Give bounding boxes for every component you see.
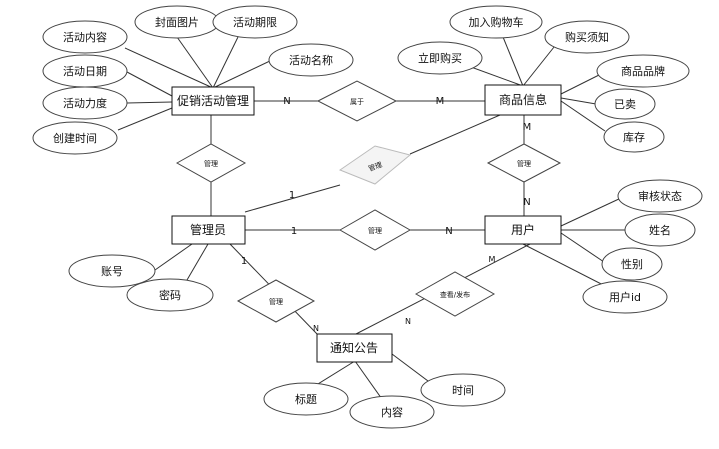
- card-user-view: M: [489, 255, 496, 264]
- attr-review-status-label: 审核状态: [638, 189, 682, 203]
- attr-purchase-notice-label: 购买须知: [565, 30, 609, 44]
- card-notice-n-left: N: [313, 324, 319, 333]
- attr-created-time: 创建时间: [32, 121, 118, 155]
- entity-admin-label: 管理员: [190, 222, 226, 237]
- card-admin-notice-1: 1: [241, 256, 247, 267]
- card-manage-user: N: [523, 197, 530, 208]
- attr-activity-strength: 活动力度: [42, 86, 128, 120]
- entities: 促销活动管理 商品信息 管理员 用户 通知公告: [171, 84, 562, 363]
- rel-manage-notice: 管理: [236, 279, 316, 323]
- attr-activity-date: 活动日期: [42, 54, 128, 88]
- attr-stock: 库存: [603, 121, 665, 153]
- attr-account-label: 账号: [101, 265, 123, 278]
- card-manage-user-n: N: [445, 226, 452, 237]
- attr-brand: 商品品牌: [596, 54, 690, 88]
- attr-activity-strength-label: 活动力度: [63, 96, 107, 110]
- attr-content: 内容: [349, 395, 435, 429]
- attr-user-id: 用户id: [582, 280, 668, 314]
- card-belongs-goods: M: [436, 96, 445, 107]
- promotion-attributes: 活动内容 封面图片 活动期限 活动名称 活动日期 活动力度 创建时间: [32, 5, 354, 155]
- rel-belongs: 属于: [316, 80, 398, 122]
- attr-stock-label: 库存: [623, 130, 645, 144]
- attr-time: 时间: [420, 373, 506, 407]
- rel-manage-goods-faded: 管理: [338, 145, 412, 185]
- attr-title: 标题: [263, 382, 349, 416]
- attr-content-label: 内容: [381, 405, 403, 419]
- card-view-notice: N: [405, 317, 411, 326]
- attr-user-id-label: 用户id: [609, 290, 641, 304]
- card-admin-manage-user: 1: [291, 226, 297, 237]
- card-promo-belongs: N: [283, 96, 290, 107]
- cardinality-labels: N M 1 M N 1 N 1 N M N: [241, 96, 532, 333]
- attr-sold-label: 已卖: [614, 98, 636, 111]
- attr-password: 密码: [126, 278, 214, 312]
- rel-view-publish: 查看/发布: [414, 271, 496, 317]
- attr-activity-period: 活动期限: [212, 5, 298, 39]
- attr-name-label: 姓名: [649, 223, 671, 237]
- entity-admin: 管理员: [171, 215, 246, 245]
- attr-activity-name: 活动名称: [268, 43, 354, 77]
- attr-gender-label: 性别: [621, 257, 643, 271]
- attr-sold: 已卖: [594, 88, 656, 120]
- attr-review-status: 审核状态: [617, 179, 703, 213]
- attr-buy-now-label: 立即购买: [418, 51, 462, 65]
- attr-account: 账号: [68, 254, 156, 288]
- entity-promotion-label: 促销活动管理: [177, 93, 249, 108]
- rel-view-publish-label: 查看/发布: [440, 290, 470, 299]
- user-attributes: 审核状态 姓名 性别 用户id: [582, 179, 703, 314]
- rel-manage-admin-user: 管理: [338, 209, 412, 251]
- attr-buy-now: 立即购买: [397, 41, 483, 75]
- rel-manage-notice-label: 管理: [269, 297, 283, 306]
- rel-manage-admin-user-label: 管理: [368, 226, 382, 235]
- relationships: 属于 管理 管理 管理 管理 管理 查看/发布: [175, 80, 562, 323]
- attr-password-label: 密码: [159, 288, 181, 302]
- attr-activity-name-label: 活动名称: [289, 53, 333, 67]
- attr-time-label: 时间: [452, 384, 474, 397]
- admin-attributes: 账号 密码: [68, 254, 214, 312]
- attr-title-label: 标题: [295, 392, 317, 406]
- attr-activity-content-label: 活动内容: [63, 30, 107, 44]
- attr-gender: 性别: [601, 247, 663, 281]
- attr-cover-image-label: 封面图片: [155, 15, 199, 29]
- entity-notice-label: 通知公告: [330, 341, 378, 355]
- entity-notice: 通知公告: [316, 333, 393, 363]
- attr-brand-label: 商品品牌: [621, 64, 665, 78]
- goods-attributes: 加入购物车 购买须知 立即购买 商品品牌 已卖 库存: [397, 5, 690, 153]
- card-admin-faded: 1: [289, 190, 295, 201]
- entity-promotion: 促销活动管理: [171, 86, 255, 116]
- entity-user-label: 用户: [511, 222, 535, 237]
- entity-goods-label: 商品信息: [499, 92, 547, 107]
- card-goods-manage: M: [523, 122, 532, 133]
- attr-cover-image: 封面图片: [134, 5, 220, 39]
- attr-add-to-cart-label: 加入购物车: [469, 15, 524, 29]
- notice-attributes: 标题 内容 时间: [263, 373, 506, 429]
- attr-created-time-label: 创建时间: [53, 131, 97, 145]
- rel-manage-promotion-label: 管理: [204, 159, 218, 168]
- attr-add-to-cart: 加入购物车: [449, 5, 543, 39]
- rel-manage-user-goods: 管理: [486, 143, 562, 183]
- attr-purchase-notice: 购买须知: [544, 20, 630, 54]
- entity-goods: 商品信息: [484, 84, 562, 116]
- entity-user: 用户: [484, 215, 562, 245]
- rel-belongs-label: 属于: [350, 98, 364, 106]
- attr-activity-period-label: 活动期限: [233, 16, 277, 29]
- attr-name: 姓名: [624, 213, 696, 247]
- rel-manage-user-goods-label: 管理: [517, 159, 531, 168]
- rel-manage-promotion: 管理: [175, 143, 247, 183]
- attr-activity-content: 活动内容: [42, 20, 128, 54]
- attr-activity-date-label: 活动日期: [63, 65, 107, 78]
